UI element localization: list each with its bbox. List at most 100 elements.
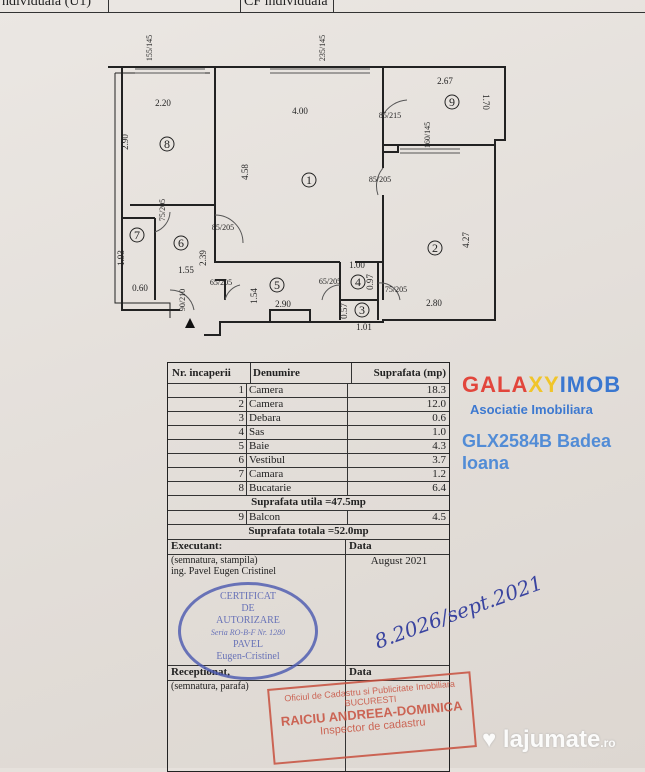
- dim-label: 0.57: [339, 303, 349, 319]
- room-circle: [129, 227, 145, 243]
- cell-area: 6.4: [432, 482, 446, 494]
- table-row: 9 Balcon 4.5: [168, 511, 449, 525]
- cell-name: Camera: [247, 398, 348, 411]
- data-label: Data: [349, 540, 372, 552]
- stamp-line: AUTORIZARE: [216, 615, 280, 626]
- walls: [108, 66, 506, 336]
- room-label-7: 7: [134, 228, 140, 242]
- dim-label: 1.00: [349, 260, 365, 270]
- total-area: Suprafata totala =52.0mp: [168, 525, 449, 540]
- window-label: 155/145: [145, 35, 154, 61]
- cell-nr: 6: [168, 454, 247, 467]
- cell-area: 12.0: [426, 398, 446, 410]
- cell-area: 4.3: [432, 440, 446, 452]
- windows-and-doors: [135, 68, 460, 311]
- floor-plan: 8 1 9 2 7 6 5 4 3 2.20 2.90 4.00 4.58 2.…: [108, 35, 506, 336]
- dim-label: 2.90: [120, 134, 130, 150]
- header-nr: Nr. incaperii: [168, 363, 251, 383]
- cell-nr: 1: [168, 384, 247, 397]
- executant-label: Executant:: [168, 540, 346, 554]
- cell-area: 1.2: [432, 468, 446, 480]
- dim-label: 2.39: [198, 250, 208, 266]
- door-label: 65/205: [210, 278, 232, 287]
- room-label-8: 8: [164, 137, 170, 151]
- cell-name: Sas: [247, 426, 348, 439]
- room-label-3: 3: [359, 303, 365, 317]
- heart-icon: ♥: [482, 726, 497, 753]
- executant-sub: (semnatura, stampila): [171, 555, 258, 566]
- cell-area: 18.3: [426, 384, 446, 396]
- header-strip: ndividuala (U1) CF individuala: [0, 0, 645, 13]
- cell-name: Balcon: [247, 511, 348, 524]
- stamp-line: CERTIFICAT: [219, 591, 277, 602]
- stamp-line: Eugen-Cristinel: [216, 651, 280, 662]
- room-label-2: 2: [432, 241, 438, 255]
- header-area: Suprafata (mp): [373, 367, 446, 379]
- room-circle: [301, 172, 317, 188]
- cell-nr: 2: [168, 398, 247, 411]
- watermark-subtitle: Asociatie Imobiliara: [470, 402, 593, 417]
- agent-watermark: GLX2584B Badea Ioana: [462, 431, 612, 473]
- room-circle: [173, 235, 189, 251]
- room-label-5: 5: [274, 278, 280, 292]
- room-label-1: 1: [306, 173, 312, 187]
- authorization-stamp: CERTIFICAT DE AUTORIZARE Seria RO-B-F Nr…: [178, 582, 318, 680]
- brand-part: XY: [528, 372, 560, 397]
- dim-label: 2.90: [275, 299, 291, 309]
- header-name: Denumire: [251, 363, 352, 383]
- door-label: 90/210: [178, 289, 187, 311]
- cell-area: 0.6: [432, 412, 446, 424]
- site-name: lajumate: [502, 726, 601, 753]
- room-circle: [444, 94, 460, 110]
- door-label: 85/215: [379, 111, 401, 120]
- cell-nr: 9: [168, 511, 247, 524]
- room-label-4: 4: [355, 275, 361, 289]
- executant-header-row: Executant: Data: [168, 540, 449, 555]
- door-label: 75/205: [158, 199, 167, 221]
- cell-nr: 8: [168, 482, 247, 495]
- room-circle: [354, 302, 370, 318]
- window-label: 160/145: [423, 122, 432, 148]
- cell-nr: 7: [168, 468, 247, 481]
- header-right: CF individuala: [244, 0, 328, 9]
- room-circle: [269, 277, 285, 293]
- brand-part: IMOB: [559, 372, 622, 397]
- executant-name: ing. Pavel Eugen Cristinel: [171, 566, 276, 577]
- cell-name: Baie: [247, 440, 348, 453]
- door-label: 85/205: [369, 175, 391, 184]
- stamp-line: DE: [241, 603, 255, 614]
- receptionat-row: (semnatura, parafa): [168, 681, 449, 771]
- executant-row: (semnatura, stampila) ing. Pavel Eugen C…: [168, 555, 449, 666]
- cell-name: Vestibul: [247, 454, 348, 467]
- lajumate-logo: ♥ lajumate.ro: [482, 726, 616, 754]
- room-circle: [350, 274, 366, 290]
- table-header: Nr. incaperii Denumire Suprafata (mp): [168, 363, 449, 384]
- door-label: 85/205: [212, 223, 234, 232]
- cell-divider: [333, 0, 334, 12]
- cell-divider: [108, 0, 109, 12]
- dim-label: 1.55: [178, 265, 194, 275]
- dim-label: 2.80: [426, 298, 442, 308]
- brand-part: GALA: [462, 372, 529, 397]
- cell-divider: [240, 0, 241, 12]
- room-circle: [159, 136, 175, 152]
- cell-area: 3.7: [432, 454, 446, 466]
- dim-label: 0.97: [365, 274, 375, 290]
- dim-label: 1.93: [116, 250, 126, 266]
- dim-label: 4.27: [461, 232, 471, 248]
- galaxyimob-watermark: GALAXYIMOB: [462, 372, 621, 398]
- cell-name: Camara: [247, 468, 348, 481]
- door-label: 75/205: [385, 285, 407, 294]
- dim-label: 1.54: [249, 288, 259, 304]
- cell-area: 1.0: [432, 426, 446, 438]
- data-label-2: Data: [349, 666, 372, 678]
- room-label-6: 6: [178, 236, 184, 250]
